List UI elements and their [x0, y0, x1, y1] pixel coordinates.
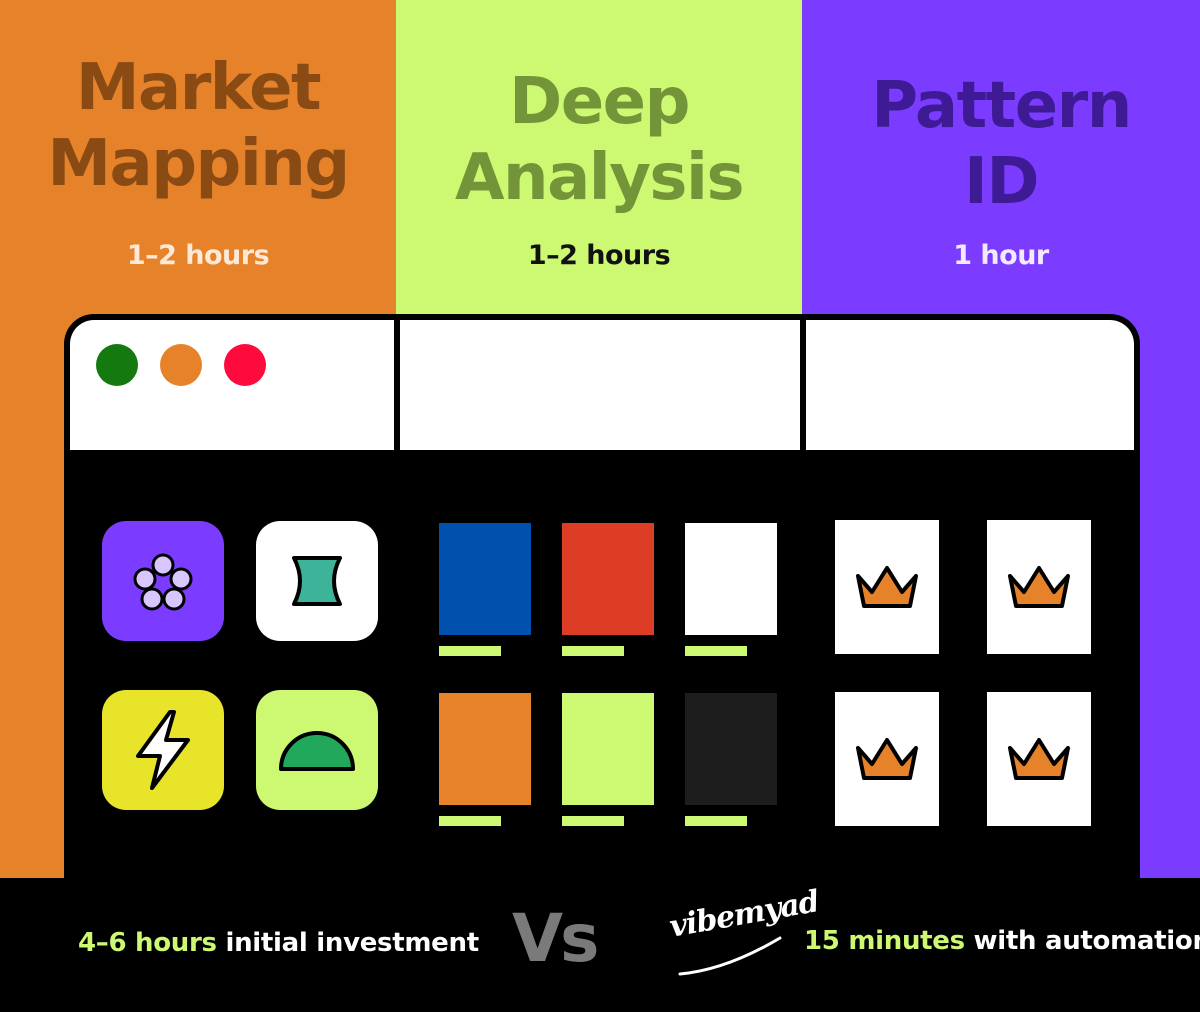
swatch-label-bar	[562, 816, 624, 826]
logo-swoosh-icon	[678, 936, 782, 976]
swatch-label-bar	[439, 816, 501, 826]
column-duration: 1–2 hours	[126, 240, 270, 271]
column-title-line: Analysis	[454, 141, 745, 215]
column-duration: 1 hour	[953, 240, 1049, 271]
manual-time-text: initial investment	[216, 928, 479, 958]
swatch-label-bar	[685, 816, 747, 826]
color-swatch[interactable]	[439, 523, 531, 635]
app-tile-circles[interactable]	[102, 521, 224, 641]
pattern-card[interactable]	[835, 692, 939, 826]
column-duration: 1–2 hours	[527, 240, 671, 271]
automation-time-highlight: 15 minutes	[804, 926, 965, 956]
crown-icon	[1008, 738, 1070, 780]
swatch-label-bar	[685, 646, 747, 656]
column-title-line: ID	[964, 145, 1039, 219]
half-circle-icon	[279, 731, 355, 771]
manual-time-caption: 4–6 hours initial investment	[78, 928, 479, 958]
color-swatch[interactable]	[685, 693, 777, 805]
app-tile-lightning[interactable]	[102, 690, 224, 810]
crown-icon	[856, 738, 918, 780]
circles-icon	[133, 553, 193, 611]
color-swatch[interactable]	[685, 523, 777, 635]
column-title: Pattern ID	[802, 68, 1200, 220]
column-title-line: Market	[75, 51, 322, 125]
window-titlebar	[70, 320, 1134, 450]
titlebar-segment	[400, 320, 800, 450]
hourglass-icon	[292, 556, 342, 606]
app-tile-hourglass[interactable]	[256, 521, 378, 641]
column-title-line: Deep	[509, 65, 690, 139]
automation-time-caption: 15 minutes with automation	[804, 926, 1200, 956]
column-title: Deep Analysis	[396, 64, 802, 216]
column-title-line: Pattern	[871, 69, 1132, 143]
column-title-line: Mapping	[47, 127, 350, 201]
swatch-label-bar	[562, 646, 624, 656]
pattern-card[interactable]	[987, 692, 1091, 826]
browser-window	[64, 314, 1140, 914]
swatch-label-bar	[439, 646, 501, 656]
green-dot-icon[interactable]	[96, 344, 138, 386]
app-tile-half-circle[interactable]	[256, 690, 378, 810]
automation-time-text: with automation	[964, 926, 1200, 956]
manual-time-highlight: 4–6 hours	[78, 928, 217, 958]
orange-dot-icon[interactable]	[160, 344, 202, 386]
titlebar-segment	[806, 320, 1134, 450]
color-swatch[interactable]	[562, 523, 654, 635]
titlebar-segment	[70, 320, 394, 450]
column-title: Market Mapping	[0, 50, 396, 202]
versus-label: Vs	[512, 900, 599, 977]
pattern-card[interactable]	[987, 520, 1091, 654]
color-swatch[interactable]	[562, 693, 654, 805]
lightning-icon	[136, 710, 190, 790]
pattern-card[interactable]	[835, 520, 939, 654]
crown-icon	[856, 566, 918, 608]
color-swatch[interactable]	[439, 693, 531, 805]
crown-icon	[1008, 566, 1070, 608]
red-dot-icon[interactable]	[224, 344, 266, 386]
